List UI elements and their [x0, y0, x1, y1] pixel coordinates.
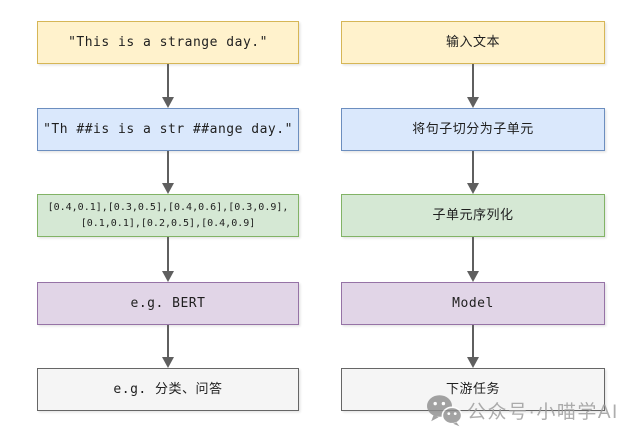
- box-tokenization-step: 将句子切分为子单元: [341, 108, 605, 151]
- arrow-shaft: [167, 237, 169, 271]
- box-raw-sentence-label: "This is a strange day.": [68, 34, 268, 50]
- arrow-head: [467, 271, 479, 282]
- box-model-example-label: e.g. BERT: [130, 295, 206, 311]
- down-arrow: [161, 325, 175, 368]
- box-model-label: Model: [452, 295, 494, 311]
- box-input-text-label: 输入文本: [445, 34, 500, 50]
- down-arrow: [466, 237, 480, 282]
- box-raw-sentence: "This is a strange day.": [37, 21, 299, 64]
- arrow-head: [162, 271, 174, 282]
- arrow-head: [162, 357, 174, 368]
- down-arrow: [161, 151, 175, 194]
- box-model-example: e.g. BERT: [37, 282, 299, 325]
- arrow-shaft: [167, 64, 169, 97]
- box-downstream-example: e.g. 分类、问答: [37, 368, 299, 411]
- box-model: Model: [341, 282, 605, 325]
- arrow-head: [467, 97, 479, 108]
- arrow-shaft: [472, 151, 474, 183]
- box-tokenization-step-label: 将句子切分为子单元: [412, 121, 534, 137]
- box-embedding-vectors-label: [0.4,0.1],[0.3,0.5],[0.4,0.6],[0.3,0.9],…: [47, 202, 289, 229]
- arrow-head: [162, 97, 174, 108]
- box-embedding-vectors: [0.4,0.1],[0.3,0.5],[0.4,0.6],[0.3,0.9],…: [37, 194, 299, 237]
- arrow-head: [467, 183, 479, 194]
- box-serialization-step: 子单元序列化: [341, 194, 605, 237]
- watermark-text: 公众号·小喵学AI: [467, 401, 619, 423]
- down-arrow: [466, 64, 480, 108]
- down-arrow: [466, 325, 480, 368]
- box-downstream-example-label: e.g. 分类、问答: [113, 381, 223, 397]
- wechat-icon: [427, 395, 462, 427]
- arrow-head: [467, 357, 479, 368]
- box-tokenized-sentence: "Th ##is is a str ##ange day.": [37, 108, 299, 151]
- down-arrow: [161, 64, 175, 108]
- down-arrow: [161, 237, 175, 282]
- box-input-text: 输入文本: [341, 21, 605, 64]
- arrow-shaft: [167, 151, 169, 183]
- watermark: 公众号·小喵学AI: [426, 393, 619, 427]
- arrow-shaft: [167, 325, 169, 357]
- arrow-shaft: [472, 64, 474, 97]
- box-downstream-tasks-label: 下游任务: [445, 381, 500, 397]
- box-tokenized-sentence-label: "Th ##is is a str ##ange day.": [43, 121, 293, 137]
- arrow-shaft: [472, 237, 474, 271]
- down-arrow: [466, 151, 480, 194]
- box-downstream-tasks: 下游任务: [341, 368, 605, 411]
- arrow-shaft: [472, 325, 474, 357]
- arrow-head: [162, 183, 174, 194]
- box-serialization-step-label: 子单元序列化: [432, 207, 514, 223]
